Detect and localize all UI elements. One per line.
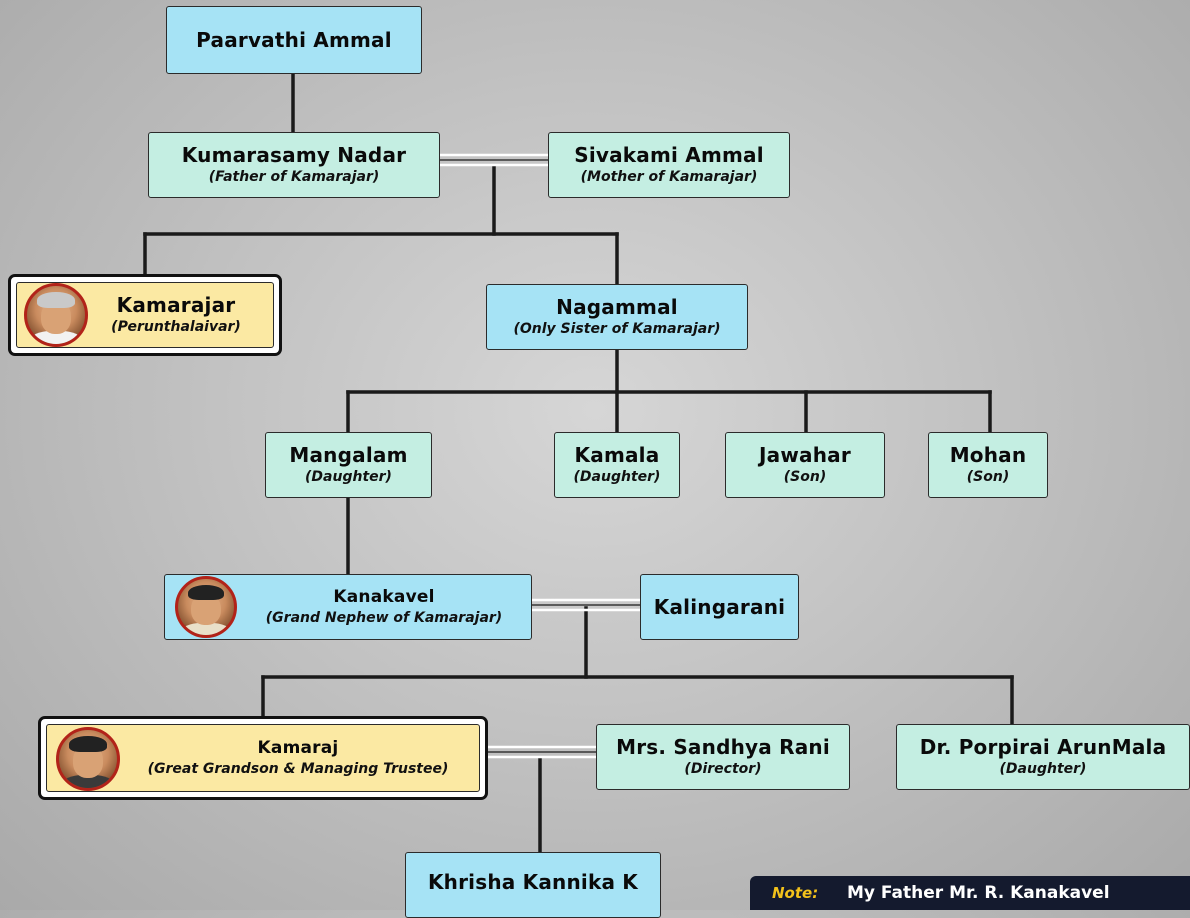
- node-role: (Daughter): [573, 469, 661, 486]
- node-role: (Father of Kamarajar): [208, 169, 380, 186]
- node-name: Kalingarani: [653, 594, 786, 619]
- note-label: Note:: [772, 884, 819, 902]
- node-name: Kumarasamy Nadar: [181, 143, 407, 168]
- node-kalingarani: Kalingarani: [640, 574, 799, 640]
- node-name: Sivakami Ammal: [574, 143, 764, 168]
- node-role: (Perunthalaivar): [111, 319, 241, 336]
- node-role: (Mother of Kamarajar): [580, 169, 758, 186]
- node-nagammal: Nagammal (Only Sister of Kamarajar): [486, 284, 748, 350]
- node-name: Mohan: [949, 443, 1027, 468]
- avatar-kamarajar: [24, 283, 88, 347]
- avatar-kamaraj: [56, 727, 120, 791]
- node-sandhya-rani: Mrs. Sandhya Rani (Director): [596, 724, 850, 790]
- node-kumarasamy-nadar: Kumarasamy Nadar (Father of Kamarajar): [148, 132, 440, 198]
- node-name: Nagammal: [556, 295, 678, 320]
- node-porpirai-arunmala: Dr. Porpirai ArunMala (Daughter): [896, 724, 1190, 790]
- node-role: (Daughter): [999, 761, 1087, 778]
- note-banner: Note: My Father Mr. R. Kanakavel: [750, 876, 1190, 910]
- node-name: Dr. Porpirai ArunMala: [919, 735, 1167, 760]
- node-role: (Grand Nephew of Kamarajar): [265, 609, 503, 626]
- node-name: Mrs. Sandhya Rani: [616, 735, 830, 760]
- note-text: My Father Mr. R. Kanakavel: [847, 883, 1110, 903]
- node-name: Kamarajar: [116, 293, 236, 318]
- node-name: Kamaraj: [257, 738, 339, 759]
- node-khrisha-kannika: Khrisha Kannika K: [405, 852, 661, 918]
- node-role: (Only Sister of Kamarajar): [513, 321, 721, 338]
- node-mangalam: Mangalam (Daughter): [265, 432, 432, 498]
- node-name: Kanakavel: [333, 587, 435, 608]
- node-jawahar: Jawahar (Son): [725, 432, 885, 498]
- node-name: Jawahar: [759, 443, 851, 468]
- node-kamala: Kamala (Daughter): [554, 432, 680, 498]
- node-role: (Great Grandson & Managing Trustee): [147, 760, 449, 777]
- node-paarvathi-ammal: Paarvathi Ammal: [166, 6, 422, 74]
- node-role: (Son): [966, 469, 1010, 486]
- node-role: (Director): [684, 761, 762, 778]
- node-name: Kamala: [574, 443, 660, 468]
- avatar-kanakavel: [175, 576, 237, 638]
- node-mohan: Mohan (Son): [928, 432, 1048, 498]
- node-name: Khrisha Kannika K: [427, 870, 639, 894]
- node-name: Paarvathi Ammal: [196, 27, 392, 52]
- node-role: (Son): [783, 469, 827, 486]
- node-role: (Daughter): [305, 469, 392, 486]
- node-name: Mangalam: [289, 443, 408, 468]
- node-sivakami-ammal: Sivakami Ammal (Mother of Kamarajar): [548, 132, 790, 198]
